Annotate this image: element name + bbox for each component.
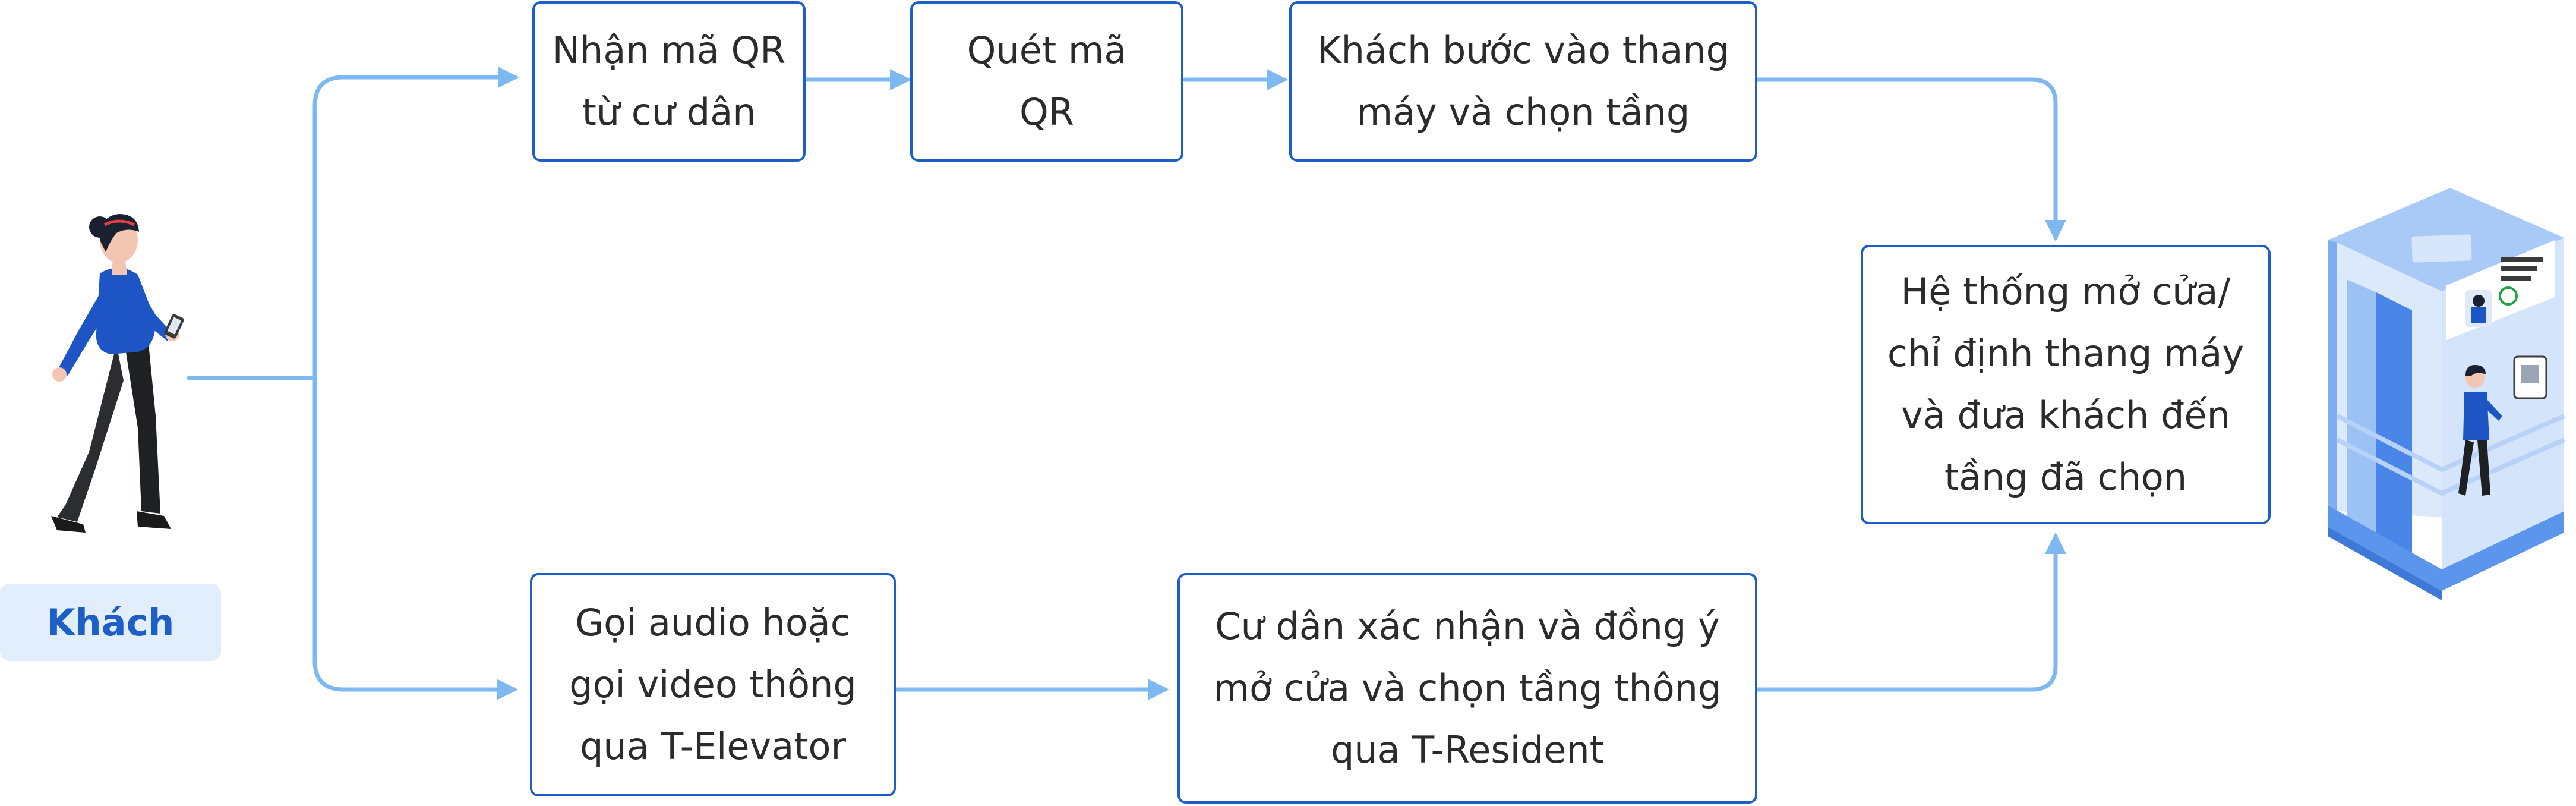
actor-label: Khách — [46, 600, 175, 644]
node-receive-qr-text-wrap: Nhận mã QR từ cư dân — [533, 2, 804, 160]
node-resident-confirm-text-wrap: Cư dân xác nhận và đồng ý mở cửa và chọn… — [1179, 574, 1756, 802]
node-system-result-label: Hệ thống mở cửa/ chỉ định thang máy và đ… — [1887, 270, 2244, 499]
node-resident-confirm — [1177, 573, 1757, 804]
node-enter-elevator-text-wrap: Khách bước vào thang máy và chọn tầng — [1290, 2, 1756, 160]
node-call-audio-video-text-wrap: Gọi audio hoặc gọi video thông qua T-Ele… — [531, 574, 895, 795]
node-system-result — [1861, 245, 2271, 524]
connector-to-receive-qr — [312, 67, 519, 380]
connector-confirm-to-system — [1755, 533, 2066, 692]
elevator-cabin-illustration — [2328, 188, 2565, 600]
actor-label-badge: Khách — [0, 584, 221, 661]
connectors — [187, 67, 2066, 700]
node-scan-qr — [910, 1, 1183, 162]
walking-guest-illustration — [51, 214, 184, 533]
node-scan-qr-text-wrap: Quét mã QR — [911, 2, 1182, 160]
node-receive-qr — [532, 1, 806, 162]
node-scan-qr-label: Quét mã QR — [967, 29, 1127, 134]
person-in-cabin — [2458, 365, 2502, 496]
node-system-result-text-wrap: Hệ thống mở cửa/ chỉ định thang máy và đ… — [1862, 246, 2269, 523]
connector-to-call — [312, 376, 518, 700]
node-enter-elevator — [1289, 1, 1757, 162]
node-call-audio-video-label: Gọi audio hoặc gọi video thông qua T-Ele… — [569, 601, 857, 768]
connector-enter-to-system — [1755, 77, 2066, 241]
node-resident-confirm-label: Cư dân xác nhận và đồng ý mở cửa và chọn… — [1213, 604, 1722, 772]
node-enter-elevator-label: Khách bước vào thang máy và chọn tầng — [1317, 29, 1729, 134]
node-call-audio-video — [530, 573, 896, 796]
node-receive-qr-label: Nhận mã QR từ cư dân — [552, 29, 786, 134]
